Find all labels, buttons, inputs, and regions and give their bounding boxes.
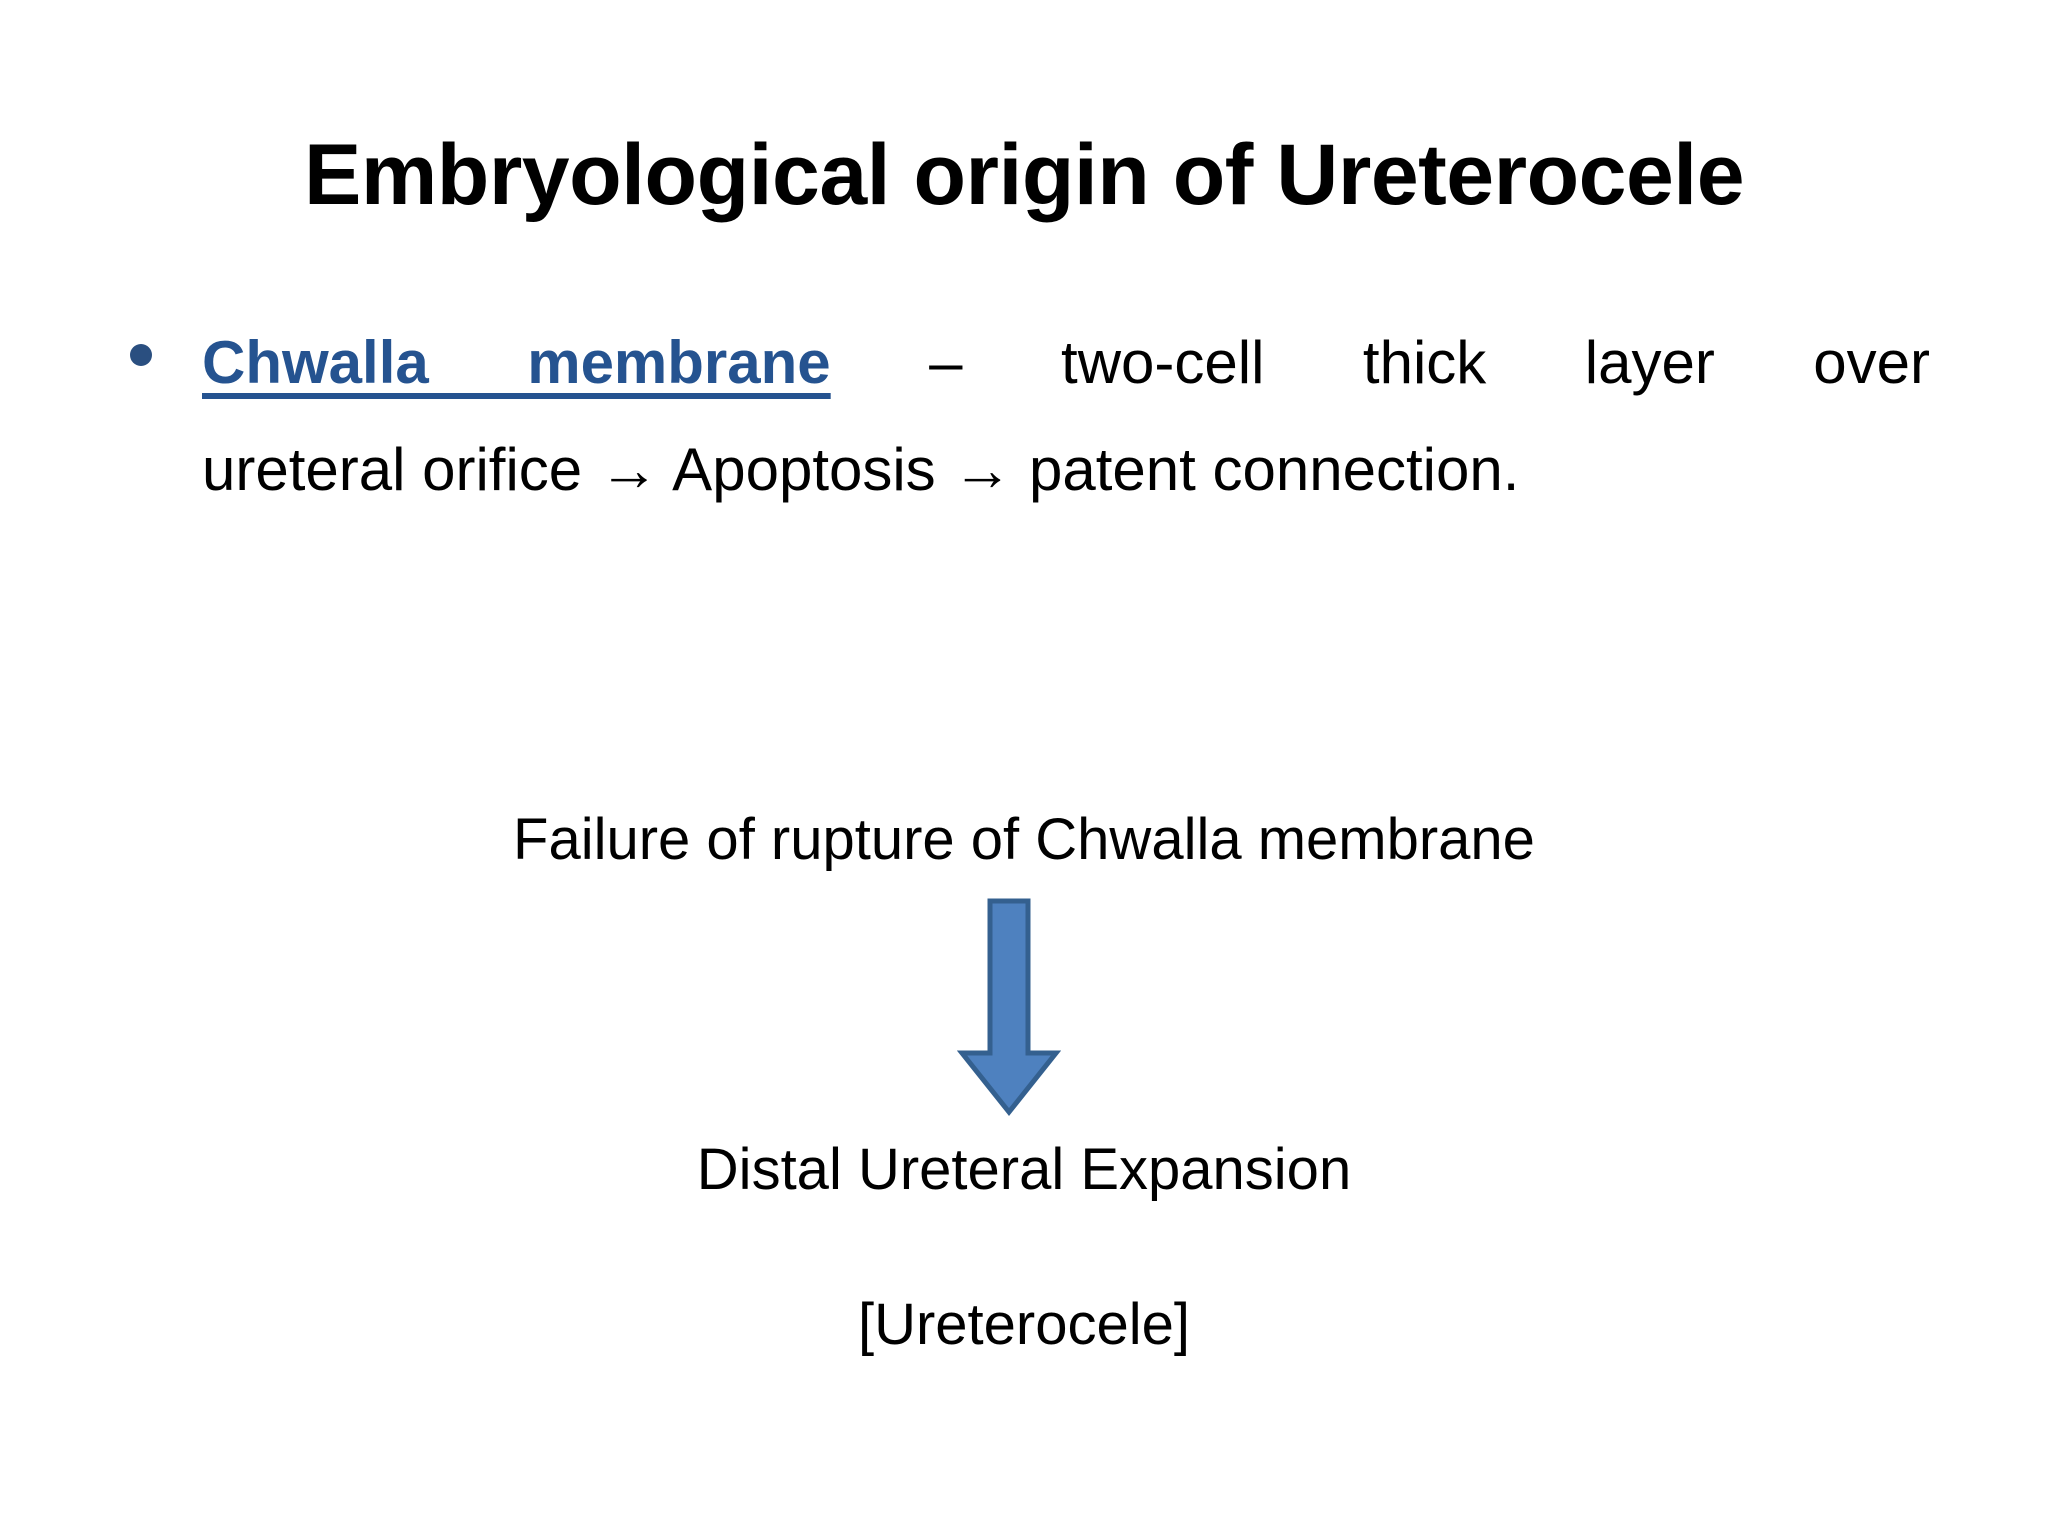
page-title: Embryological origin of Ureterocele — [303, 126, 1745, 223]
term-chwalla-membrane: Chwalla membrane — [202, 329, 831, 396]
bullet-dot-icon — [130, 344, 152, 366]
down-arrow-shape — [957, 898, 1061, 1117]
bullet-paragraph: Chwalla membrane – two-cell thick layer … — [202, 310, 1930, 524]
down-arrow-icon — [957, 898, 1061, 1118]
flow-step-ureterocele: [Ureterocele] — [857, 1292, 1191, 1357]
down-arrow-polygon — [957, 898, 1061, 1117]
bullet-list: Chwalla membrane – two-cell thick layer … — [120, 310, 1930, 524]
list-item: Chwalla membrane – two-cell thick layer … — [120, 310, 1930, 524]
bullet-line-2: ureteral orifice → Apoptosis → patent co… — [202, 435, 1520, 503]
flow-step-failure-of-rupture: Failure of rupture of Chwalla membrane — [513, 807, 1535, 872]
bullet-line-1-rest: – two-cell thick layer over — [830, 329, 1931, 396]
bullet-line-1: Chwalla membrane – two-cell thick layer … — [202, 310, 1930, 417]
flow-step-distal-ureteral-expansion: Distal Ureteral Expansion — [696, 1137, 1352, 1202]
